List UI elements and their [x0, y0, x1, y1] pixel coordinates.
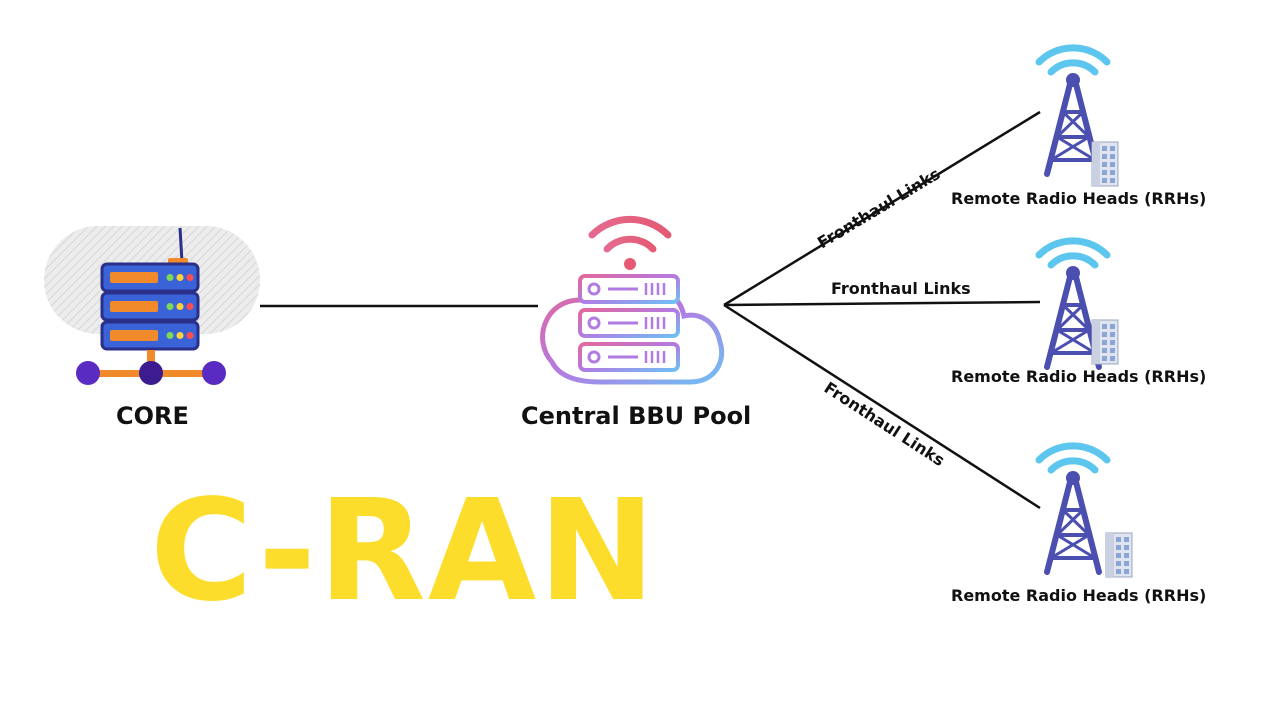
- cloud-server-wifi-icon: [540, 215, 725, 385]
- rrh-label-3: Remote Radio Heads (RRHs): [951, 586, 1207, 605]
- connections: [260, 110, 1041, 510]
- building-icon: [1105, 532, 1133, 578]
- building-icon: [1091, 141, 1119, 187]
- diagram-title: C-RAN: [150, 470, 658, 633]
- building-icon: [1091, 319, 1119, 365]
- fronthaul-link-label-2: Fronthaul Links: [831, 279, 971, 298]
- bbu-label: Central BBU Pool: [521, 402, 752, 430]
- server-stack-icon: [44, 226, 260, 385]
- fronthaul-link-1: [723, 110, 1041, 307]
- core-label: CORE: [116, 402, 189, 430]
- fronthaul-link-3: [723, 303, 1041, 510]
- radio-tower-icon: [1039, 446, 1107, 572]
- rrh-label-2: Remote Radio Heads (RRHs): [951, 367, 1207, 386]
- fronthaul-link-2: [723, 300, 1041, 307]
- rrh-label-1: Remote Radio Heads (RRHs): [951, 189, 1207, 208]
